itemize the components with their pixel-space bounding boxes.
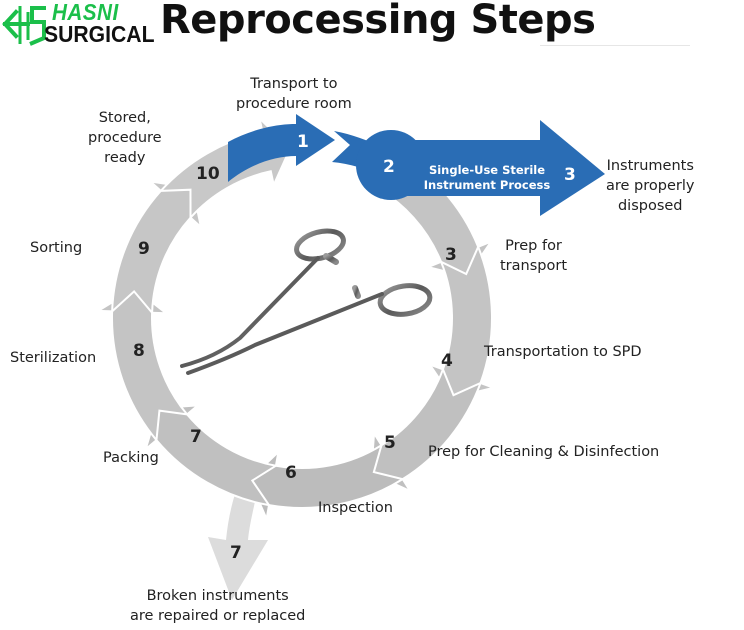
label-step-6: Inspection — [318, 500, 393, 516]
step-number-4: 4 — [441, 351, 453, 371]
step-number-7: 7 — [190, 427, 202, 447]
label-line: procedure — [88, 130, 162, 146]
label-line: Stored, — [98, 110, 151, 126]
label-step-3-disposal: Instruments are properly disposed — [606, 156, 694, 216]
label-line: are repaired or replaced — [130, 608, 306, 624]
surgical-forceps-icon — [180, 228, 433, 375]
logo-text-hasni: HASNI — [52, 0, 119, 25]
label-line: transport — [500, 258, 567, 274]
step-number-9: 9 — [138, 239, 150, 259]
banner-line-2: Instrument Process — [424, 178, 551, 192]
label-line: Prep for — [505, 238, 562, 254]
step-number-10: 10 — [196, 164, 220, 184]
page-title: Reprocessing Steps — [160, 0, 596, 43]
hs-monogram-icon — [2, 6, 46, 46]
step-number-1: 1 — [297, 132, 309, 152]
label-line: disposed — [617, 198, 683, 214]
arrow-step-1 — [228, 114, 335, 182]
label-step-7: Packing — [103, 450, 159, 466]
label-step-5: Prep for Cleaning & Disinfection — [428, 444, 660, 460]
label-step-3: Prep for transport — [500, 236, 567, 276]
label-line: ready — [104, 150, 146, 166]
label-step-4: Transportation to SPD — [484, 344, 642, 360]
banner-line-1: Single-Use Sterile — [429, 163, 545, 177]
label-line: procedure room — [236, 96, 352, 112]
label-step-1: Transport to procedure room — [236, 74, 352, 114]
brand-logo: HASNI SURGICAL — [2, 0, 162, 48]
arrow-step-7 — [143, 404, 279, 507]
logo-text-surgical: SURGICAL — [44, 21, 155, 47]
arrow-step-7-branch — [208, 480, 268, 600]
label-line: Broken instruments — [146, 588, 289, 604]
label-step-8: Sterilization — [10, 350, 97, 366]
step-number-6: 6 — [285, 463, 297, 483]
step-number-3-disposal: 3 — [564, 165, 576, 185]
label-step-9: Sorting — [30, 240, 83, 256]
step-number-7-branch: 7 — [230, 543, 242, 563]
step-number-3: 3 — [445, 245, 457, 265]
label-line: Transport to — [250, 76, 338, 92]
label-line: Instruments — [606, 158, 694, 174]
label-step-10: Stored, procedure ready — [88, 108, 162, 168]
step-number-8: 8 — [133, 341, 145, 361]
label-line: are properly — [606, 178, 695, 194]
arrow-step-9 — [111, 180, 203, 316]
label-step-7-branch: Broken instruments are repaired or repla… — [130, 586, 305, 626]
step-number-2: 2 — [383, 157, 395, 177]
title-underline — [540, 45, 690, 46]
arrow-single-use-banner — [400, 120, 605, 216]
step-number-5: 5 — [384, 433, 396, 453]
